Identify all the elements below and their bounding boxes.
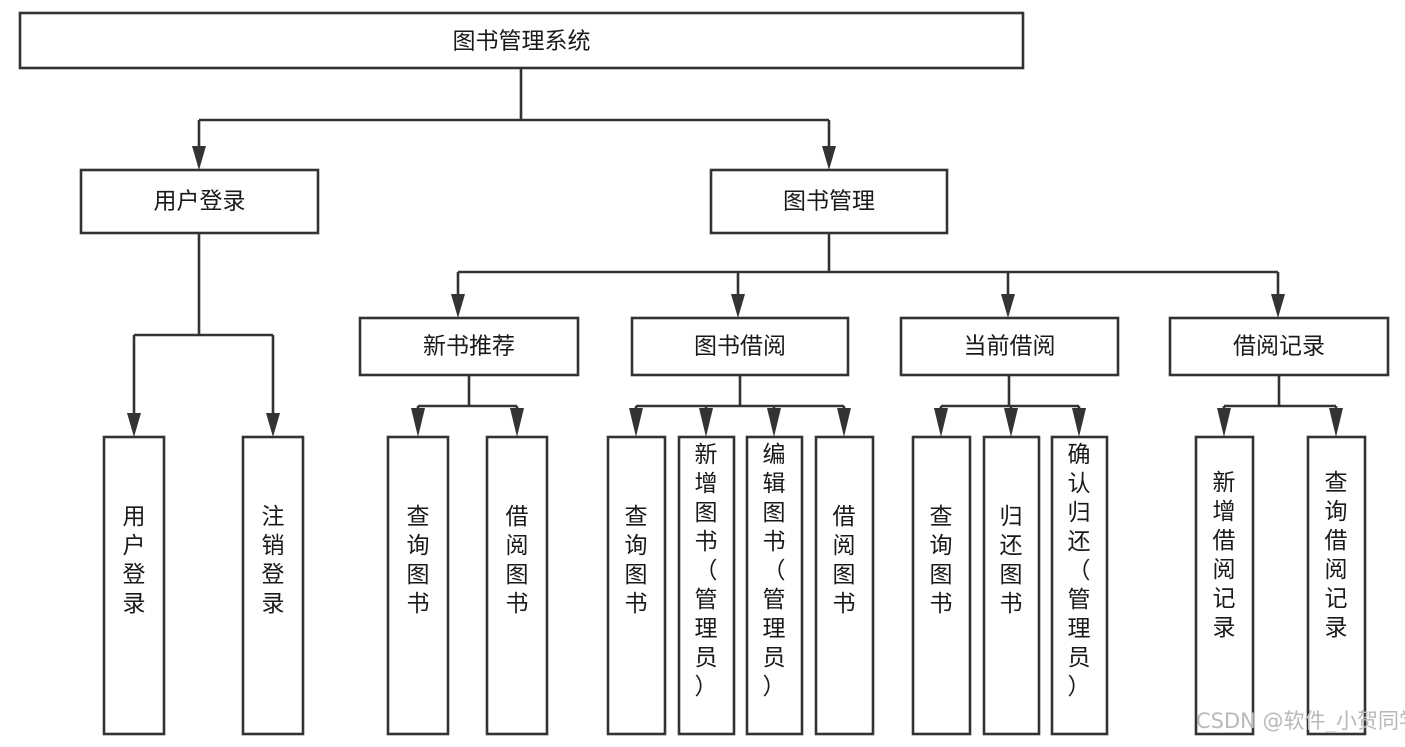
connector-line [1222, 375, 1338, 424]
arrow-head-icon [767, 408, 781, 437]
node-box[interactable] [358, 316, 580, 377]
node-label: 查询图书 [407, 504, 430, 617]
arrow-head-icon [837, 408, 851, 437]
arrow-head-icon [699, 408, 713, 437]
node-box[interactable] [677, 435, 736, 736]
node-borrow-records[interactable]: 借阅记录 [1168, 316, 1390, 377]
node-box[interactable] [606, 435, 667, 736]
arrow-head-icon [822, 146, 836, 170]
node-nbr-borrow-book[interactable]: 借阅图书 [485, 435, 549, 736]
node-box[interactable] [982, 435, 1041, 736]
node-cb-confirm-return[interactable]: 确认归还（管理员） [1050, 435, 1109, 736]
arrow-head-icon [934, 408, 948, 437]
connector-group-userlogin-to-leaves [127, 233, 280, 437]
connector-group-newbook-to-leaves [411, 375, 524, 437]
node-box[interactable] [79, 168, 320, 235]
connector-group-bookborrow-to-leaves [629, 375, 851, 437]
node-label: 新书推荐 [423, 334, 515, 360]
node-label: 编辑图书（管理员） [763, 442, 786, 700]
node-label: 图书管理 [783, 189, 875, 215]
node-user-login[interactable]: 用户登录 [79, 168, 320, 235]
connector-group-management-to-level3 [451, 233, 1285, 318]
node-box[interactable] [814, 435, 875, 736]
node-label: 借阅图书 [506, 504, 529, 617]
node-box[interactable] [709, 168, 949, 235]
node-label: 用户登录 [123, 504, 146, 617]
arrow-head-icon [411, 408, 425, 437]
node-user-login-action[interactable]: 用户登录 [102, 435, 166, 736]
node-box[interactable] [899, 316, 1120, 377]
node-br-query-record[interactable]: 查询借阅记录 [1306, 435, 1367, 736]
node-user-logout-action[interactable]: 注销登录 [241, 435, 305, 736]
connector-line [197, 68, 831, 157]
node-label: 注销登录 [262, 504, 285, 617]
arrow-head-icon [510, 408, 524, 437]
arrow-head-icon [1217, 408, 1231, 437]
arrow-head-icon [1329, 408, 1343, 437]
node-box[interactable] [18, 11, 1025, 70]
node-box[interactable] [630, 316, 850, 377]
arrow-head-icon [451, 294, 465, 318]
node-label: 查询图书 [930, 504, 953, 617]
arrow-head-icon [1072, 408, 1086, 437]
node-br-add-record[interactable]: 新增借阅记录 [1194, 435, 1255, 736]
connector-line [456, 233, 1280, 305]
connector-group-borrowrecords-to-leaves [1217, 375, 1343, 437]
node-label: 新增图书（管理员） [695, 442, 718, 700]
node-label: 查询图书 [625, 504, 648, 617]
node-book-borrow[interactable]: 图书借阅 [630, 316, 850, 377]
node-box[interactable] [241, 435, 305, 736]
node-label: 归还图书 [1000, 504, 1023, 617]
node-nbr-query-book[interactable]: 查询图书 [386, 435, 450, 736]
node-label: 当前借阅 [964, 334, 1056, 360]
node-bb-query-book[interactable]: 查询图书 [606, 435, 667, 736]
node-cb-query-book[interactable]: 查询图书 [911, 435, 972, 736]
node-box[interactable] [1194, 435, 1255, 736]
connector-line [132, 233, 275, 424]
node-root-system[interactable]: 图书管理系统 [18, 11, 1025, 70]
arrow-head-icon [1001, 294, 1015, 318]
node-label: 图书借阅 [694, 334, 786, 360]
node-box[interactable] [102, 435, 166, 736]
node-bb-borrow-book[interactable]: 借阅图书 [814, 435, 875, 736]
node-label: 新增借阅记录 [1213, 470, 1236, 641]
node-label: 借阅图书 [833, 504, 856, 617]
node-bb-edit-book[interactable]: 编辑图书（管理员） [745, 435, 804, 736]
connector-group-root-to-level2 [192, 68, 836, 170]
connector-group-currentborrow-to-leaves [934, 375, 1086, 437]
node-label: 用户登录 [154, 189, 246, 215]
arrow-head-icon [1004, 408, 1018, 437]
arrow-head-icon [629, 408, 643, 437]
node-box[interactable] [1050, 435, 1109, 736]
node-bb-add-book[interactable]: 新增图书（管理员） [677, 435, 736, 736]
node-box[interactable] [485, 435, 549, 736]
node-label: 图书管理系统 [453, 29, 591, 55]
node-new-book-recommend[interactable]: 新书推荐 [358, 316, 580, 377]
arrow-head-icon [731, 294, 745, 318]
connector-line [416, 375, 519, 424]
arrow-head-icon [266, 413, 280, 437]
node-box[interactable] [911, 435, 972, 736]
arrow-head-icon [1271, 294, 1285, 318]
node-box[interactable] [386, 435, 450, 736]
node-box[interactable] [1306, 435, 1367, 736]
node-current-borrow[interactable]: 当前借阅 [899, 316, 1120, 377]
arrow-head-icon [127, 413, 141, 437]
node-label: 借阅记录 [1233, 334, 1325, 360]
node-label: 查询借阅记录 [1325, 470, 1348, 641]
node-box[interactable] [1168, 316, 1390, 377]
arrow-head-icon [192, 146, 206, 170]
node-label: 确认归还（管理员） [1068, 442, 1091, 700]
csdn-watermark: CSDN @软件_小贺同学 [1196, 709, 1405, 734]
connector-line [634, 375, 846, 424]
node-book-management[interactable]: 图书管理 [709, 168, 949, 235]
node-cb-return-book[interactable]: 归还图书 [982, 435, 1041, 736]
node-box[interactable] [745, 435, 804, 736]
